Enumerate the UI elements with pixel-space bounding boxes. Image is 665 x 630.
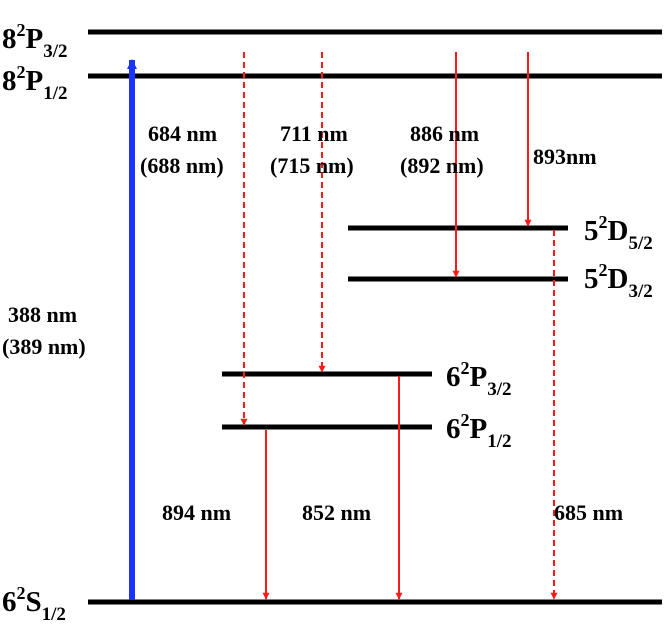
j-value: 1/2 [42, 604, 66, 625]
j-value: 3/2 [43, 41, 67, 62]
level-labels: 82P3/2 82P1/2 52D5/2 52D3/2 62P3/2 62P1/… [2, 20, 653, 625]
wavelength-389-paren: (389 nm) [2, 334, 86, 359]
multiplicity: 2 [17, 20, 26, 40]
orbital: P [470, 361, 488, 393]
principal: 8 [2, 65, 17, 97]
principal: 8 [2, 23, 17, 55]
j-value: 1/2 [487, 431, 511, 452]
wavelength-715-paren: (715 nm) [270, 153, 354, 178]
label-5d-3-2: 52D3/2 [584, 260, 653, 302]
multiplicity: 2 [599, 260, 608, 280]
orbital: P [470, 413, 488, 445]
label-5d-5-2: 52D5/2 [584, 212, 653, 254]
label-8p-1-2: 82P1/2 [2, 62, 68, 104]
emission-arrows [240, 52, 558, 600]
multiplicity: 2 [17, 62, 26, 82]
wavelength-684: 684 nm [148, 121, 217, 146]
principal: 6 [446, 413, 461, 445]
label-6s-1-2: 62S1/2 [2, 583, 66, 625]
principal: 6 [2, 586, 17, 618]
orbital: S [26, 586, 42, 618]
orbital: D [608, 215, 629, 247]
multiplicity: 2 [17, 583, 26, 603]
orbital: P [26, 23, 44, 55]
orbital: P [26, 65, 44, 97]
j-value: 1/2 [43, 83, 67, 104]
orbital: D [608, 263, 629, 295]
principal: 5 [584, 215, 599, 247]
wavelength-388: 388 nm [8, 302, 77, 327]
label-6p-1-2: 62P1/2 [446, 410, 512, 452]
principal: 6 [446, 361, 461, 393]
multiplicity: 2 [599, 212, 608, 232]
multiplicity: 2 [461, 410, 470, 430]
wavelength-688-paren: (688 nm) [140, 153, 224, 178]
wavelength-labels: 388 nm (389 nm) 684 nm (688 nm) 711 nm (… [2, 121, 623, 525]
wavelength-852: 852 nm [302, 500, 371, 525]
wavelength-894: 894 nm [162, 500, 231, 525]
j-value: 3/2 [487, 379, 511, 400]
multiplicity: 2 [461, 358, 470, 378]
label-6p-3-2: 62P3/2 [446, 358, 512, 400]
principal: 5 [584, 263, 599, 295]
j-value: 3/2 [628, 281, 652, 302]
j-value: 5/2 [628, 233, 652, 254]
wavelength-711: 711 nm [280, 121, 348, 146]
label-8p-3-2: 82P3/2 [2, 20, 68, 62]
energy-levels [88, 29, 662, 605]
wavelength-893: 893nm [533, 144, 597, 169]
wavelength-685: 685 nm [554, 500, 623, 525]
wavelength-886: 886 nm [410, 121, 479, 146]
wavelength-892-paren: (892 nm) [400, 153, 484, 178]
